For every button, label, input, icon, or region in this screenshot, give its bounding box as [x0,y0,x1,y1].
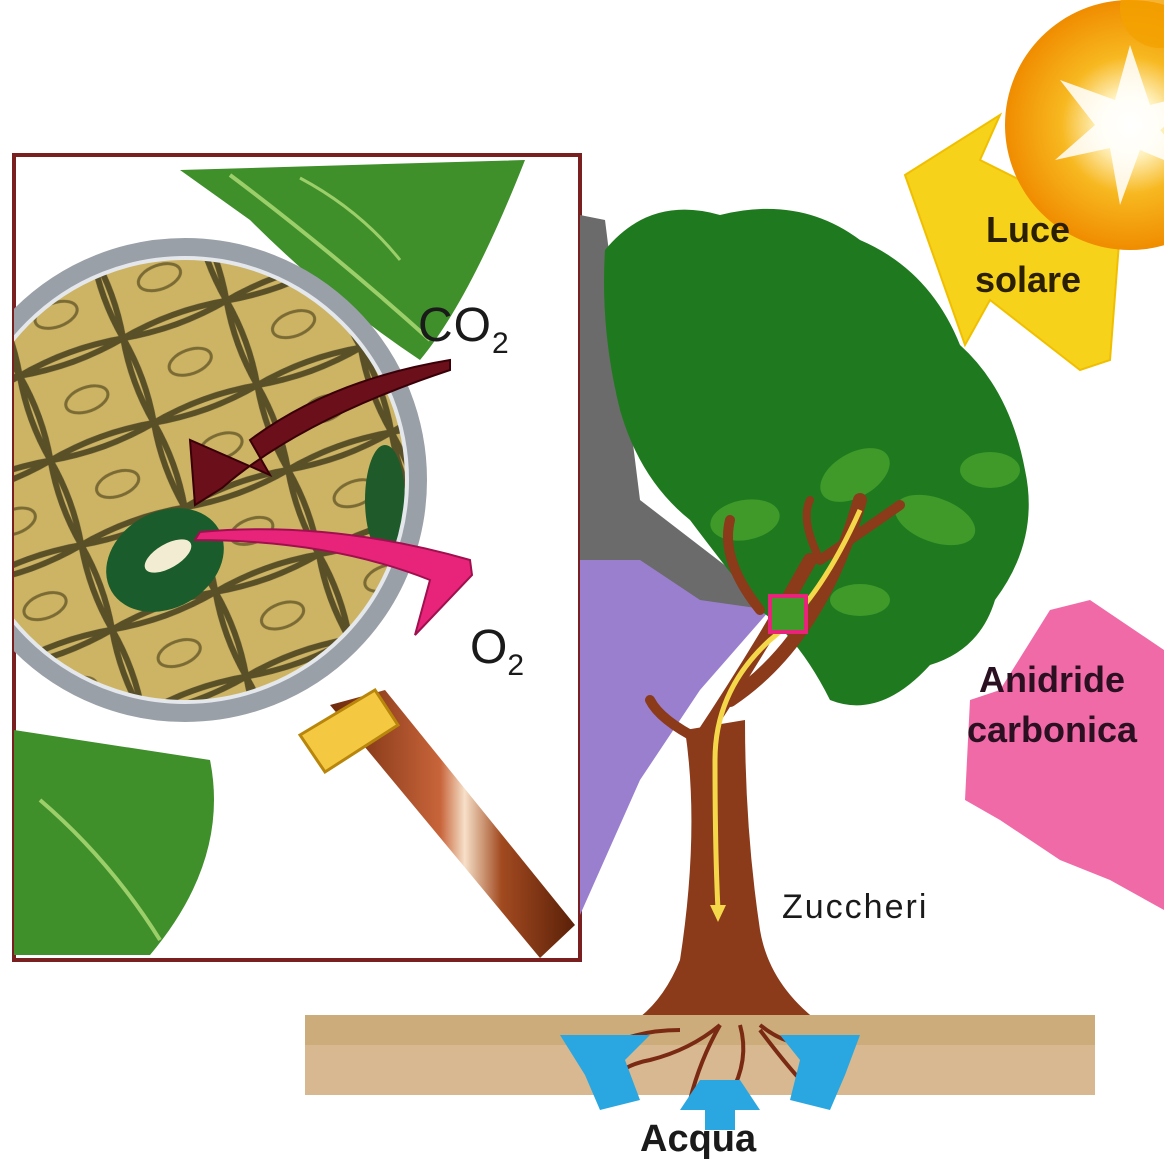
zoom-marker [770,596,806,632]
o2-label: O2 [470,620,524,675]
sugars-label: Zuccheri [782,888,928,927]
sunlight-label-line2: solare [958,255,1098,305]
zoom-inset [0,155,580,960]
carbon-dioxide-label: Anidride carbonica [942,655,1162,755]
co2-label: CO2 [418,298,510,353]
co2-cloud [965,600,1164,910]
sunlight-label: Luce solare [958,205,1098,305]
carbon-dioxide-label-line1: Anidride [942,655,1162,705]
soil [305,1015,1095,1130]
sunlight-label-line1: Luce [958,205,1098,255]
tree-trunk [620,720,830,1030]
carbon-dioxide-label-line2: carbonica [942,705,1162,755]
water-label: Acqua [640,1118,756,1161]
